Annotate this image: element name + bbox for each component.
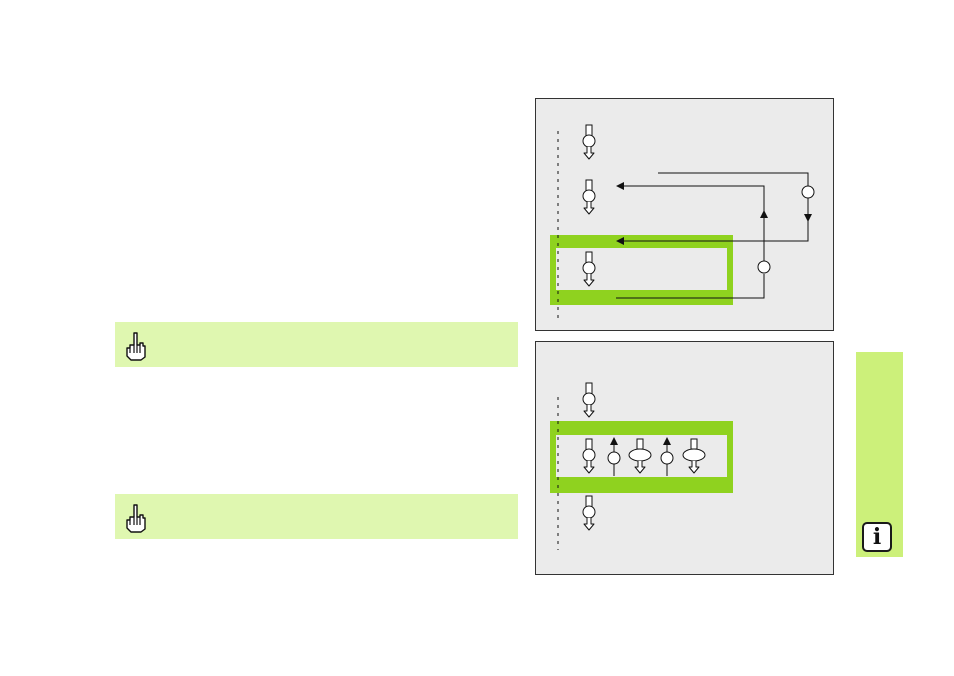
- pointing-hand-icon: [126, 504, 146, 533]
- note-box-1: [115, 322, 518, 367]
- info-icon[interactable]: i: [862, 522, 892, 552]
- diagram-graphic: [550, 124, 815, 319]
- program-node: [582, 495, 596, 531]
- program-node: [582, 382, 596, 418]
- pointing-hand-icon: [126, 332, 146, 361]
- program-node: [582, 179, 596, 215]
- note-box-2: [115, 494, 518, 539]
- side-tab: i: [856, 352, 903, 557]
- program-node: [582, 124, 596, 160]
- program-section-repeat-diagram: [535, 98, 834, 331]
- diagram-graphic: [550, 382, 733, 550]
- nested-subprogram-diagram: [535, 341, 834, 575]
